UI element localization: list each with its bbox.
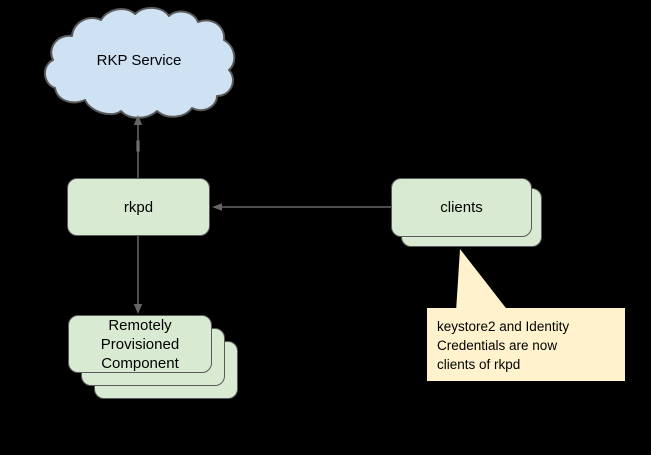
rkp-service-label: RKP Service (96, 51, 182, 69)
clients-box: clients (391, 178, 532, 237)
remotely-provisioned-component-label: Remotely Provisioned Component (100, 316, 180, 372)
arrowhead-left-icon (212, 203, 222, 211)
rkpd-label: rkpd (123, 198, 154, 216)
arrowhead-down-icon (133, 304, 143, 314)
callout-tail (456, 249, 509, 312)
callout-bubble: keystore2 and Identity Credentials are n… (427, 308, 625, 381)
rkp-service-cloud-shape (44, 6, 236, 119)
remotely-provisioned-component-box: Remotely Provisioned Component (68, 315, 212, 373)
clients-label: clients (440, 199, 483, 216)
rkpd-box: rkpd (67, 178, 210, 236)
arrowhead-up-icon (133, 115, 143, 125)
connector-mid-tick (136, 140, 140, 152)
